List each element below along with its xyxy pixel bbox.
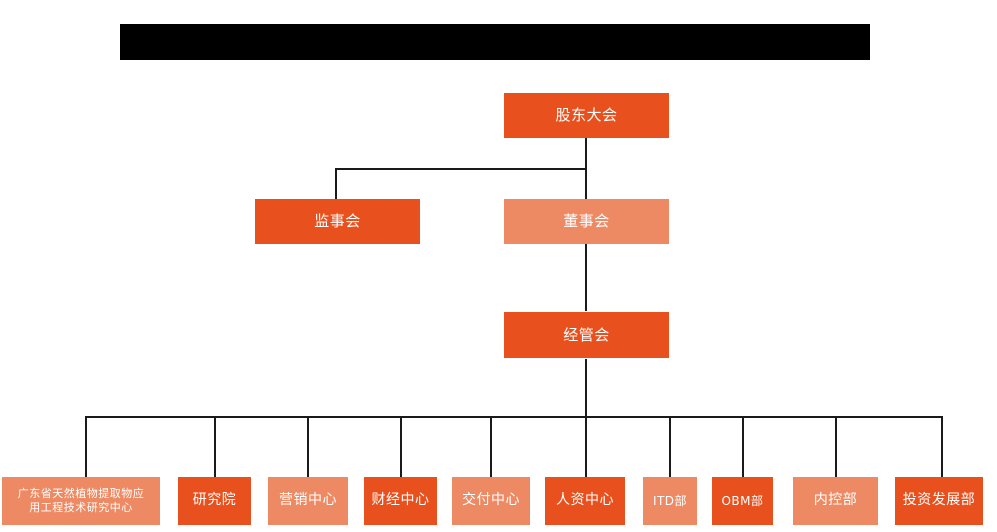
- redacted-title-bar: [120, 24, 870, 60]
- node-department-itd[interactable]: ITD部: [643, 477, 697, 525]
- connector-shareholders-down: [585, 137, 587, 169]
- node-label: 监事会: [314, 212, 361, 231]
- node-department-delivery-center[interactable]: 交付中心: [452, 477, 530, 525]
- node-label: 营销中心: [279, 492, 337, 509]
- node-department-obm[interactable]: OBM部: [712, 477, 773, 525]
- node-board-of-directors[interactable]: 董事会: [504, 199, 669, 244]
- connector-drop-9: [835, 416, 837, 477]
- connector-row2-bus: [335, 168, 586, 170]
- node-shareholders-meeting[interactable]: 股东大会: [504, 93, 669, 138]
- connector-department-bus: [85, 416, 942, 418]
- connector-management-down: [585, 359, 587, 417]
- connector-supervisors-down: [335, 168, 337, 199]
- node-department-investment-development[interactable]: 投资发展部: [895, 477, 983, 525]
- node-label-line1: 广东省天然植物提取物应: [17, 487, 145, 501]
- connector-drop-8: [742, 416, 744, 477]
- node-department-finance-center[interactable]: 财经中心: [364, 477, 437, 525]
- node-department-internal-control[interactable]: 内控部: [793, 477, 878, 525]
- node-label: 研究院: [192, 492, 237, 509]
- node-label: 投资发展部: [902, 492, 976, 509]
- connector-drop-10: [941, 416, 943, 477]
- connector-drop-5: [490, 416, 492, 477]
- node-label: 内控部: [813, 492, 858, 509]
- node-label: 经管会: [563, 325, 610, 344]
- node-label: 股东大会: [555, 106, 618, 125]
- node-management-committee[interactable]: 经管会: [504, 312, 669, 358]
- node-label: ITD部: [652, 493, 688, 508]
- node-label: OBM部: [721, 493, 764, 508]
- node-label-line2: 用工程技术研究中心: [29, 501, 133, 514]
- connector-drop-1: [85, 416, 87, 477]
- connector-drop-4: [400, 416, 402, 477]
- node-label: 广东省天然植物提取物应 用工程技术研究中心: [2, 487, 160, 515]
- node-label: 财经中心: [371, 492, 430, 509]
- connector-drop-6: [585, 416, 587, 477]
- connector-directors-down: [585, 168, 587, 199]
- node-department-research-institute[interactable]: 研究院: [178, 477, 251, 525]
- node-board-of-supervisors[interactable]: 监事会: [255, 199, 420, 244]
- connector-drop-7: [669, 416, 671, 477]
- connector-drop-3: [307, 416, 309, 477]
- node-label: 人资中心: [556, 492, 614, 509]
- node-label: 交付中心: [462, 492, 520, 509]
- node-department-research-center[interactable]: 广东省天然植物提取物应 用工程技术研究中心: [2, 477, 160, 525]
- node-department-hr-center[interactable]: 人资中心: [545, 477, 625, 525]
- node-department-marketing-center[interactable]: 营销中心: [268, 477, 348, 525]
- connector-drop-2: [214, 416, 216, 477]
- connector-directors-to-management: [585, 243, 587, 311]
- node-label: 董事会: [563, 212, 610, 231]
